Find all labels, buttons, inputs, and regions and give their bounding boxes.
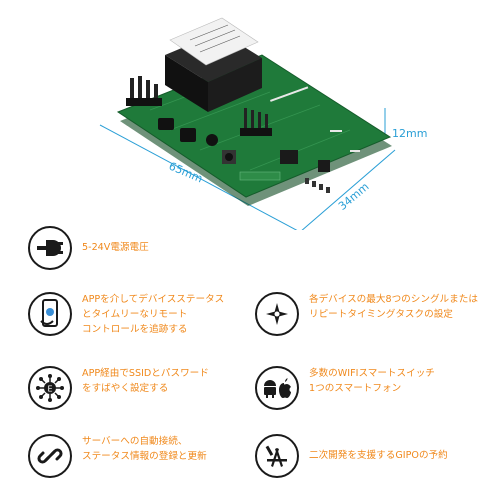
feature-auto-connection: サーバーへの自動接続、 ステータス情報の登録と更新 xyxy=(28,434,207,478)
feature-ssid-setup-text: APP経由でSSIDとパスワード をすばやく設定する xyxy=(82,368,209,394)
feature-secondary-development: 二次開発を支援するGIPOの予約 xyxy=(255,434,448,478)
feature-power-text: 5-24V電源電圧 xyxy=(82,242,149,253)
svg-text:E: E xyxy=(47,385,52,394)
feature-multi-switch-text: 多数のWIFIスマートスイッチ 1つのスマートフォン xyxy=(309,368,435,394)
development-tools-icon xyxy=(255,434,299,478)
feature-multi-switch: 多数のWIFIスマートスイッチ 1つのスマートフォン xyxy=(255,366,435,410)
feature-auto-connection-text: サーバーへの自動接続、 ステータス情報の登録と更新 xyxy=(82,436,207,462)
feature-secondary-development-text: 二次開発を支援するGIPOの予約 xyxy=(309,450,448,461)
feature-app-tracking-text: APPを介してデバイスステータス とタイムリーなリモート コントロールを追跡する xyxy=(82,294,225,335)
height-dimension-label: 12mm xyxy=(392,127,428,140)
pcb-board-illustration xyxy=(99,17,396,233)
feature-power-supply: 5-24V電源電圧 xyxy=(28,226,149,270)
network-ssid-icon: E xyxy=(28,366,72,410)
link-connection-icon xyxy=(28,434,72,478)
product-board-image xyxy=(0,0,500,233)
phone-app-icon xyxy=(28,292,72,336)
feature-timing-tasks-text: 各デバイスの最大8つのシングルまたは リピートタイミングタスクの設定 xyxy=(309,294,478,320)
android-apple-icon xyxy=(255,366,299,410)
feature-timing-tasks: 各デバイスの最大8つのシングルまたは リピートタイミングタスクの設定 xyxy=(255,292,478,336)
feature-ssid-setup: E APP経由でSSIDとパスワード をすばやく設定する xyxy=(28,366,209,410)
feature-app-tracking: APPを介してデバイスステータス とタイムリーなリモート コントロールを追跡する xyxy=(28,292,224,337)
power-plug-icon xyxy=(28,226,72,270)
compass-schedule-icon xyxy=(255,292,299,336)
